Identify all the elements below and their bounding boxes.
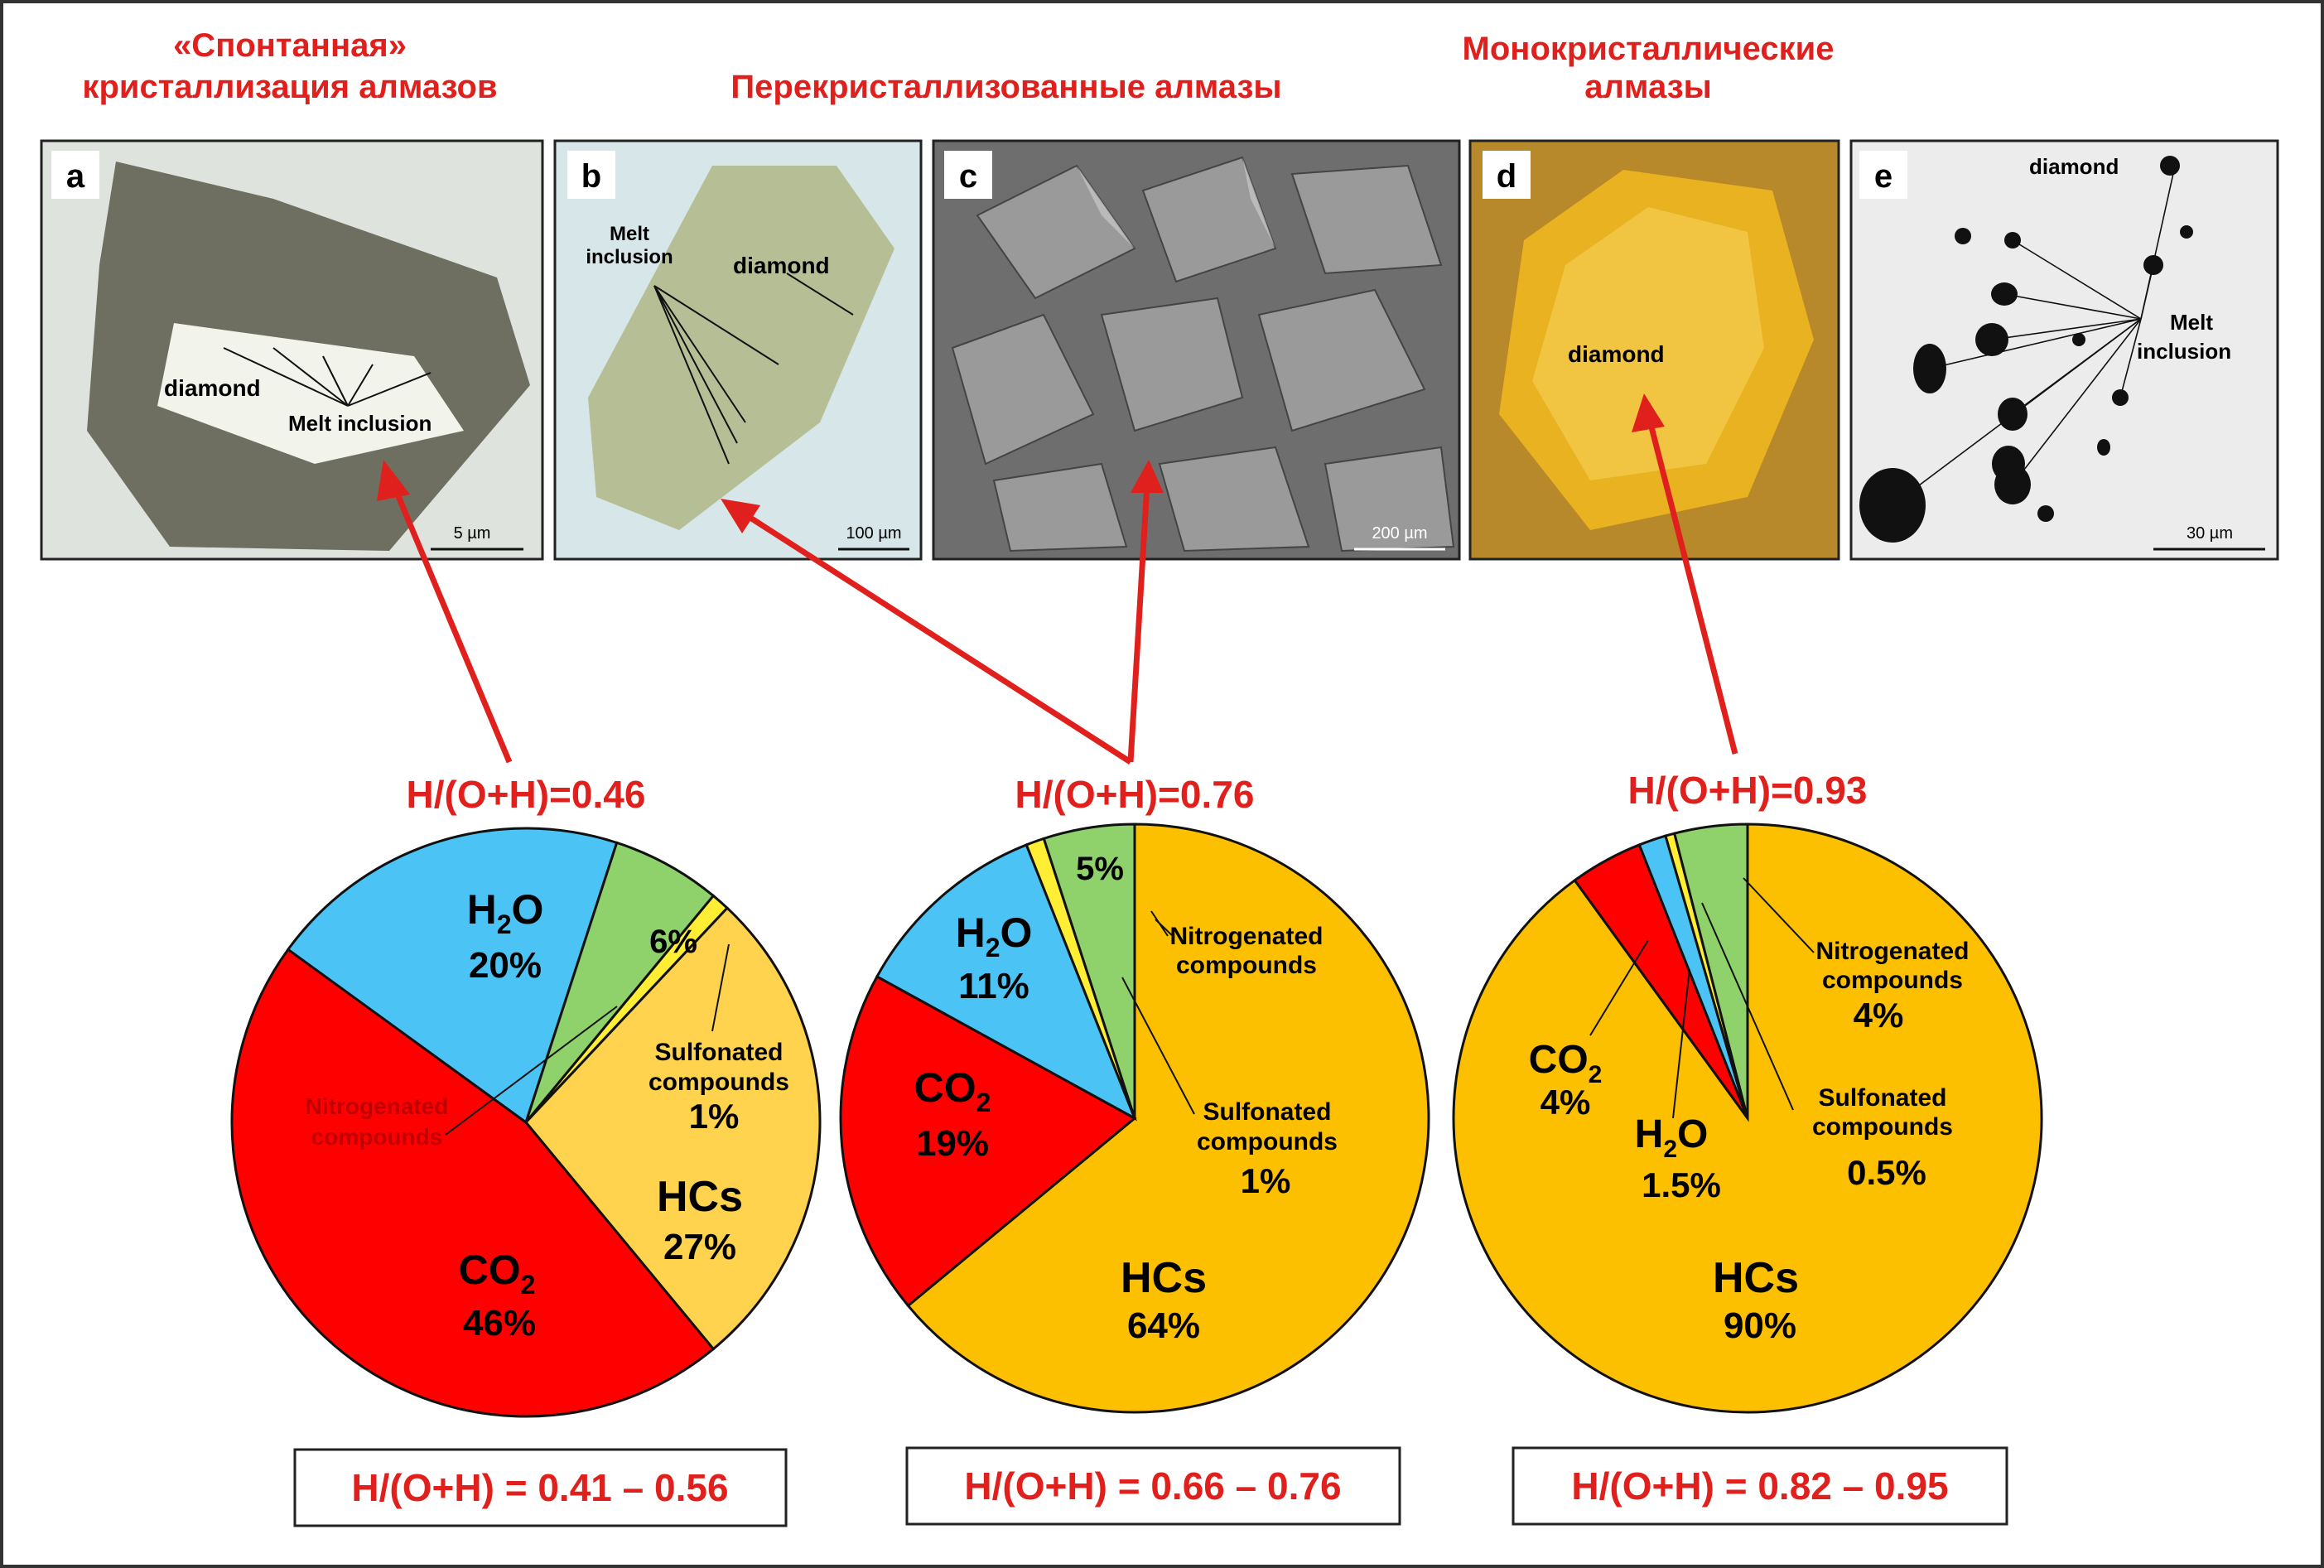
arrow-3 xyxy=(1645,413,1738,755)
pie-3-sulf-line1: Sulfonated xyxy=(1819,1084,1947,1112)
pie-2-hc-pct: 64% xyxy=(1127,1305,1200,1346)
header-2-line1: Перекристаллизованные алмазы xyxy=(730,69,1281,105)
pie-2-co2-pct: 19% xyxy=(916,1123,989,1164)
pie-3-s-pct: 0.5% xyxy=(1847,1153,1926,1192)
pie-2-n-pct: 5% xyxy=(1076,851,1124,887)
panel-b-letter: b xyxy=(581,158,601,195)
pie-2-leaders xyxy=(1121,910,1195,1115)
pie-3-co2-pct: 4% xyxy=(1540,1083,1591,1122)
header-1-line2: кристаллизация алмазов xyxy=(82,69,497,105)
range-label-3: H/(O+H) = 0.82 – 0.95 xyxy=(1571,1464,1948,1508)
pie-1-s-pct: 1% xyxy=(689,1097,740,1136)
panel-e-label-inclusion: inclusion xyxy=(2137,339,2231,364)
pie-2-hc-name: HCs xyxy=(1121,1254,1207,1302)
panel-b-label-diamond: diamond xyxy=(733,253,830,278)
panel-e-scale: 30 µm xyxy=(2187,524,2233,543)
panel-e-letter: e xyxy=(1874,158,1892,195)
pie-3-leaders xyxy=(1589,877,1815,1119)
pie-2-nitro-line1: Nitrogenated xyxy=(1169,923,1323,950)
pie-3-nitro-line2: compounds xyxy=(1822,967,1963,994)
pie-1-nitro-line2: compounds xyxy=(311,1124,443,1150)
panel-c: c 200 µm xyxy=(932,139,1461,561)
panel-a-label-melt: Melt inclusion xyxy=(288,411,432,436)
arrowheads xyxy=(377,393,1665,533)
panel-b-label-inclusion: inclusion xyxy=(586,246,673,268)
pie-2-sulf-line1: Sulfonated xyxy=(1203,1098,1332,1126)
pie-1-slice-co2 xyxy=(230,948,716,1418)
ratio-titles: H/(O+H)=0.46 H/(O+H)=0.76 H/(O+H)=0.93 xyxy=(407,769,1868,816)
panel-c-scale: 200 µm xyxy=(1372,524,1427,543)
pie-1-sulf-line2: compounds xyxy=(649,1069,789,1096)
range-label-1: H/(O+H) = 0.41 – 0.56 xyxy=(351,1466,728,1509)
panel-d-letter: d xyxy=(1497,158,1516,195)
pie-3-nitro-line1: Nitrogenated xyxy=(1815,938,1969,965)
arrows xyxy=(388,413,1738,765)
pie-3-h2o-pct: 1.5% xyxy=(1642,1165,1721,1204)
panel-a-letter: a xyxy=(66,158,85,195)
pie-1-h2o-pct: 20% xyxy=(469,945,542,986)
panel-b: b Melt inclusion diamond 100 µm xyxy=(553,139,923,561)
panel-b-scale: 100 µm xyxy=(846,524,901,543)
panel-e-label-melt: Melt xyxy=(2170,310,2213,335)
pie-1-hc-name: HCs xyxy=(657,1173,743,1221)
header-3-line1: Монокристаллические xyxy=(1463,31,1835,67)
pie-3-hc-pct: 90% xyxy=(1724,1305,1796,1346)
pie-1-nitro-line1: Nitrogenated xyxy=(306,1093,449,1119)
pie-1-h2o-name: H2O xyxy=(467,886,544,939)
pie-2-h2o-pct: 11% xyxy=(958,966,1029,1006)
pie-1-slice-h2o xyxy=(286,827,619,1125)
pie-1-co2-pct: 46% xyxy=(463,1303,536,1344)
pie-1-n-pct: 6% xyxy=(649,924,697,960)
pie-1-leaders xyxy=(445,943,730,1136)
panel-d-label-diamond: diamond xyxy=(1568,341,1665,367)
pie-1-sulf-line1: Sulfonated xyxy=(655,1039,784,1066)
pie-1-slice-n xyxy=(524,841,716,1123)
pie-1-title: H/(O+H)=0.46 xyxy=(407,773,646,816)
range-box-3 xyxy=(1512,1446,2008,1526)
panel-c-letter: c xyxy=(959,158,977,195)
pie-2-sulf-line2: compounds xyxy=(1197,1128,1338,1155)
arrow-2a xyxy=(740,509,1132,765)
pie-2-nitro-line2: compounds xyxy=(1176,952,1317,979)
pie-2-slice-co2 xyxy=(839,974,1137,1308)
pie-1-labels: H2O 20% 6% Nitrogenated compounds Sulfon… xyxy=(306,886,789,1344)
pie-2-slice-h2o xyxy=(875,842,1137,1122)
pie-3-hc-name: HCs xyxy=(1713,1254,1799,1302)
panel-a: a diamond Melt inclusion 5 µm xyxy=(40,139,544,561)
pie-1-hc-pct: 27% xyxy=(663,1227,736,1267)
pie-3-slice-n xyxy=(1672,823,1749,1119)
panel-d: d diamond xyxy=(1468,139,1840,561)
pie-2-title: H/(O+H)=0.76 xyxy=(1015,773,1255,816)
pie-3-title: H/(O+H)=0.93 xyxy=(1628,769,1868,812)
range-boxes: H/(O+H) = 0.41 – 0.56 H/(O+H) = 0.66 – 0… xyxy=(293,1446,2008,1527)
range-label-2: H/(O+H) = 0.66 – 0.76 xyxy=(964,1464,1341,1508)
arrow-2b xyxy=(1127,484,1150,763)
pie-3-n-pct: 4% xyxy=(1854,996,1904,1035)
pie-3-sulf-line2: compounds xyxy=(1812,1113,1953,1141)
pies xyxy=(230,823,2043,1418)
pie-2-labels: 5% H2O 11% Nitrogenated compounds CO2 19… xyxy=(914,851,1338,1346)
pie-2-slice-hc xyxy=(906,823,1430,1414)
panel-e: e diamond Melt inclusion 30 µm xyxy=(1849,139,2279,561)
header-3-line2: алмазы xyxy=(1584,69,1712,105)
pie-2-slice-n xyxy=(1042,823,1136,1119)
panel-a-scale: 5 µm xyxy=(454,524,491,543)
section-headers: «Спонтанная» кристаллизация алмазов Пере… xyxy=(82,27,1834,105)
pie-1-slice-hc xyxy=(524,906,822,1351)
range-box-2 xyxy=(905,1446,1401,1526)
panel-e-label-diamond: diamond xyxy=(2029,154,2119,179)
panel-a-label-diamond: diamond xyxy=(164,375,261,401)
arrow-1 xyxy=(388,479,513,764)
panel-b-label-melt: Melt xyxy=(610,223,649,245)
pie-2-s-pct: 1% xyxy=(1241,1161,1291,1200)
header-1-line1: «Спонтанная» xyxy=(173,27,407,64)
range-box-1 xyxy=(293,1448,788,1527)
